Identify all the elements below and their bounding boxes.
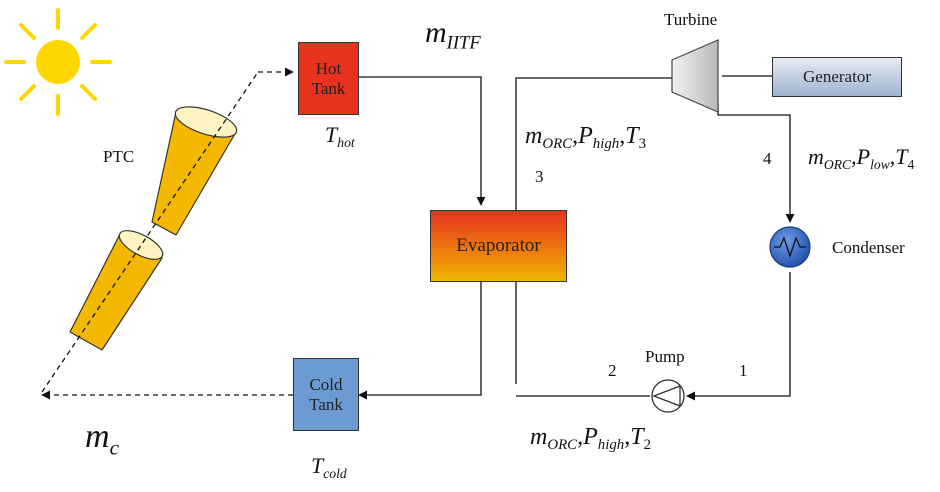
condenser-label: Condenser [832, 238, 905, 257]
t-cold-label: Tcold [311, 453, 347, 481]
hot-tank-label-line1: Hot [315, 58, 342, 78]
pump-icon [651, 379, 685, 413]
mass-flow-collector-label: mc [85, 418, 119, 458]
cold-tank-label-line1: Cold [309, 374, 343, 394]
htf-dashed-loop [41, 67, 294, 400]
hot-tank: Hot Tank [298, 42, 359, 115]
state-1-label: 1 [739, 361, 748, 380]
state-2-properties: mORC,Phigh,T2 [530, 424, 651, 453]
pump-label: Pump [645, 347, 685, 366]
htf-subscript: IITF [446, 32, 481, 54]
low-subscript: low [870, 156, 890, 172]
comma: , [851, 144, 857, 169]
comma: , [619, 123, 626, 149]
mass-flow-symbol: m [425, 16, 447, 49]
comma: , [889, 144, 896, 169]
state-2-label: 2 [608, 361, 617, 380]
t2-subscript: 2 [643, 437, 652, 454]
generator: Generator [772, 57, 902, 97]
mass-flow-symbol: m [525, 123, 543, 149]
turbine-shape [671, 39, 719, 113]
t4-subscript: 4 [907, 156, 915, 172]
htf-lines [358, 76, 486, 400]
mass-flow-symbol: m [808, 144, 824, 169]
cold-subscript: cold [323, 465, 347, 481]
state-3-label: 3 [535, 167, 544, 186]
cold-tank-label-line2: Tank [309, 394, 343, 414]
comma: , [577, 424, 584, 450]
temperature-symbol: T [325, 122, 338, 147]
state-4-label: 4 [763, 149, 772, 168]
orc-subscript: ORC [542, 136, 573, 153]
temperature-symbol: T [895, 144, 908, 169]
ptc-collector-upper [151, 106, 238, 236]
temperature-symbol: T [311, 453, 324, 478]
generator-label: Generator [803, 67, 871, 87]
high-subscript: high [597, 437, 625, 454]
c-subscript: c [109, 435, 119, 460]
mass-flow-symbol: m [85, 418, 110, 455]
ptc-label: PTC [103, 147, 135, 166]
evaporator-label: Evaporator [456, 235, 541, 257]
pressure-symbol: P [578, 123, 593, 149]
turbine-label: Turbine [664, 10, 718, 29]
comma: , [624, 424, 631, 450]
evaporator: Evaporator [430, 210, 567, 282]
temperature-symbol: T [630, 424, 644, 450]
hot-subscript: hot [337, 134, 355, 150]
orc-subscript: ORC [547, 437, 578, 454]
t-hot-label: Thot [325, 122, 355, 150]
mass-flow-symbol: m [530, 424, 548, 450]
state-3-properties: mORC,Phigh,T3 [525, 123, 646, 152]
sun-icon [4, 8, 112, 116]
pressure-symbol: P [583, 424, 598, 450]
temperature-symbol: T [625, 123, 639, 149]
cold-tank: Cold Tank [293, 358, 359, 431]
mass-flow-htf-label: mIITF [425, 16, 481, 53]
high-subscript: high [592, 136, 620, 153]
t3-subscript: 3 [638, 136, 647, 153]
comma: , [572, 123, 579, 149]
hot-tank-label-line2: Tank [311, 78, 346, 98]
pressure-symbol: P [856, 144, 871, 169]
ptc-collector-lower [69, 230, 164, 351]
orc-subscript: ORC [823, 156, 852, 172]
condenser-icon [769, 226, 811, 268]
state-4-properties: mORC,Plow,T4 [808, 144, 914, 172]
